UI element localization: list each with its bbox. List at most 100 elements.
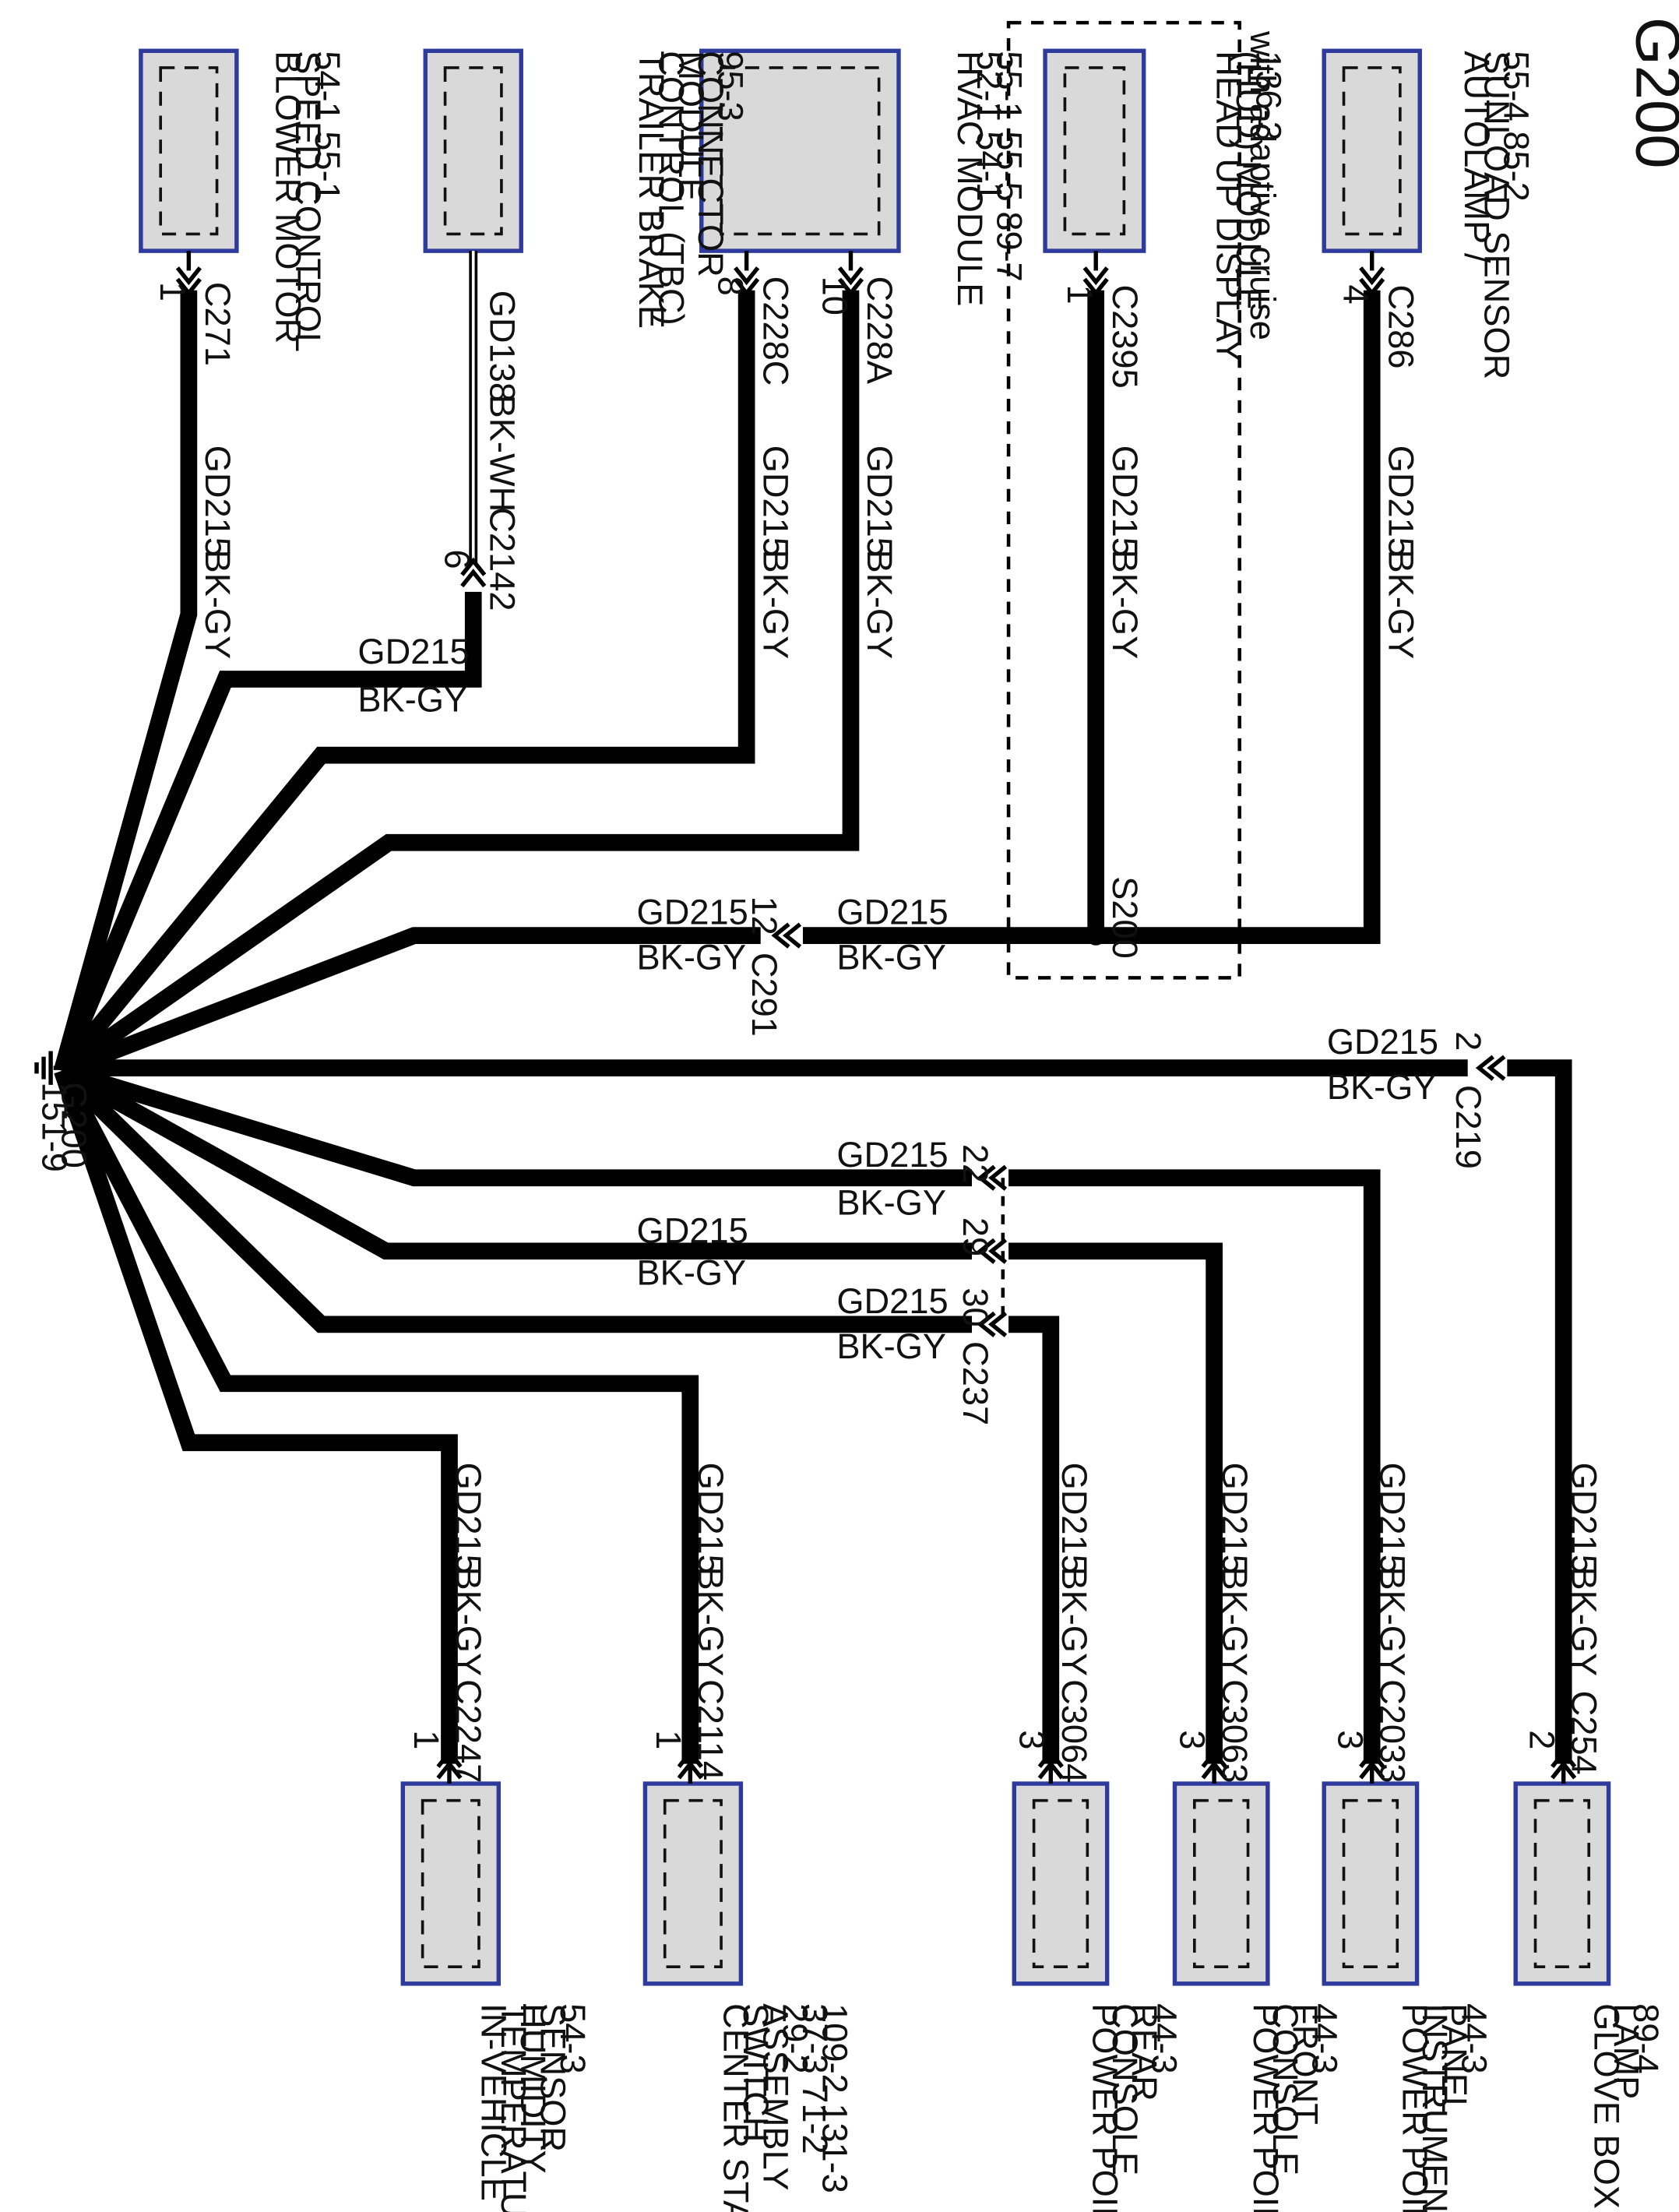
svg-text:GD215: GD215 [198,446,238,557]
svg-text:SUNLOAD SENSOR: SUNLOAD SENSOR [1477,51,1516,379]
label-c271: C271 [198,282,238,366]
label-c2247-pin: 1 [407,1730,446,1749]
svg-text:CONNECTOR: CONNECTOR [691,51,730,277]
svg-text:LAMP: LAMP [1607,2003,1646,2099]
svg-text:GD215: GD215 [1565,1463,1604,1574]
svg-text:3: 3 [1173,1730,1213,1749]
svg-text:37-3 71-2: 37-3 71-2 [795,2003,835,2154]
svg-text:HEAD UP DISPLAY: HEAD UP DISPLAY [1209,51,1249,362]
component-center-stack-switch-assembly[interactable] [642,1763,744,1986]
splice-s200 [1086,925,1106,946]
svg-text:GD215: GD215 [1105,446,1145,557]
svg-text:GD215: GD215 [691,1463,730,1574]
connector-c2142-symbol [460,557,487,588]
label-c228c: C228C [755,276,795,386]
svg-text:S200: S200 [1105,876,1145,959]
svg-text:44-3: 44-3 [1145,2003,1184,2073]
component-autolamp-sunload-sensor[interactable] [1322,48,1422,271]
svg-text:BK-GY: BK-GY [1373,1566,1413,1676]
svg-text:POWER POINT,: POWER POINT, [1246,2003,1286,2212]
connector-c3063-symbol [1201,1749,1227,1780]
svg-text:C228A: C228A [860,276,899,385]
component-hvac-module[interactable] [699,48,901,271]
svg-text:GD215: GD215 [1327,1022,1438,1062]
component-in-vehicle-temp-humidity-sensor[interactable] [400,1763,502,1986]
svg-text:GD215: GD215 [1215,1463,1255,1574]
label-c237-pin-30: 30 [956,1287,995,1326]
svg-text:55-4 85-2: 55-4 85-2 [1497,51,1536,202]
label-glove-box-lamp: GLOVE BOX LAMP 89-4 [1586,2003,1666,2209]
label-c237: C237 [956,1341,995,1425]
label-power-point-console-rear: POWER POINT, CONSOLE REAR 44-3 [1086,2003,1184,2212]
svg-text:1: 1 [649,1730,688,1749]
svg-text:151-9: 151-9 [34,1082,74,1172]
label-autolamp-sunload-sensor: AUTOLAMP / SUNLOAD SENSOR 55-4 85-2 [1457,51,1536,379]
svg-text:CENTER STACK: CENTER STACK [716,2003,756,2212]
svg-text:BK-GY: BK-GY [1054,1566,1094,1676]
svg-text:BK-GY: BK-GY [691,1566,730,1676]
svg-text:2: 2 [1522,1730,1561,1749]
svg-text:3: 3 [1330,1730,1370,1749]
label-c291: C291 [744,953,784,1037]
svg-text:C2033: C2033 [1373,1679,1413,1783]
label-power-point-instrument-panel: POWER POINT, INSTRUMENT PANEL 44-3 [1395,2003,1494,2212]
svg-text:C3063: C3063 [1215,1679,1255,1783]
svg-text:29: 29 [956,1217,995,1256]
wire-glovebox-to-ground [1507,1059,1572,1764]
connector-c271-symbol [175,266,202,297]
wire-autolamp-to-splice [802,290,1381,944]
svg-text:ASSEMBLY: ASSEMBLY [755,2003,795,2190]
svg-text:GD215: GD215 [836,1281,948,1321]
label-c3063: C3063 [1215,1679,1255,1783]
label-c219-pin: 2 [1448,1031,1488,1051]
wire-pp-front-to-c237 [1008,1242,1223,1764]
connector-c286-symbol [1359,266,1385,297]
component-tbc-module[interactable] [423,48,523,253]
wire-c291-to-ground [58,927,761,1079]
component-hud-module[interactable] [1043,48,1146,271]
svg-text:BK-GY: BK-GY [1565,1566,1604,1676]
svg-text:POWER POINT,: POWER POINT, [1086,2003,1125,2212]
wire-in-vehicle-to-ground [54,1068,458,1764]
svg-text:BK-GY: BK-GY [357,680,467,720]
svg-text:(HUD) MODULE: (HUD) MODULE [1229,51,1269,311]
svg-text:C2247: C2247 [449,1679,488,1783]
svg-text:GD215: GD215 [1054,1463,1094,1574]
label-c254-pin: 2 [1522,1730,1561,1749]
svg-text:BK-GY: BK-GY [836,938,946,977]
ground-g200-symbol [34,1051,62,1085]
svg-text:CONSOLE: CONSOLE [1265,2003,1305,2175]
component-blower-motor-speed-control[interactable] [139,48,239,271]
svg-text:TRAILER BRAKE: TRAILER BRAKE [632,51,671,329]
component-glove-box-lamp[interactable] [1513,1763,1611,1986]
svg-text:1: 1 [153,282,192,301]
svg-text:BK-GY: BK-GY [1105,550,1145,660]
wire-center-stack-to-ground [54,1066,699,1764]
component-power-point-console-front[interactable] [1172,1763,1270,1986]
wire-label-c291-ground: GD215 BK-GY [637,893,748,977]
component-power-point-instrument-panel[interactable] [1322,1763,1420,1986]
component-power-point-console-rear[interactable] [1012,1763,1110,1986]
label-c2114-pin: 1 [649,1730,688,1749]
svg-text:GD215: GD215 [1373,1463,1413,1574]
svg-text:GD215: GD215 [449,1463,488,1574]
svg-text:BK-GY: BK-GY [1215,1566,1255,1676]
connector-c228c-symbol [734,266,760,297]
svg-text:IN-VEHICLE: IN-VEHICLE [474,2003,514,2201]
svg-text:C228C: C228C [755,276,795,386]
option-label: with adaptive cruise [1243,30,1283,340]
wire-hvac-c228c-to-ground [55,290,755,1076]
label-c2395: C2395 [1105,285,1145,389]
svg-text:C2142: C2142 [482,507,522,611]
svg-text:30: 30 [956,1287,995,1326]
svg-text:GD215: GD215 [755,446,795,557]
wire-label-c291-splice: GD215 BK-GY [836,893,948,977]
svg-text:136-3: 136-3 [1248,51,1288,141]
svg-text:2: 2 [1448,1031,1488,1051]
connector-c237-30-symbol [977,1311,1008,1337]
svg-text:BK-GY: BK-GY [836,1182,946,1222]
label-ground-g200: G200 151-9 [34,1082,93,1172]
wire-c237-30-to-ground [55,1065,973,1333]
